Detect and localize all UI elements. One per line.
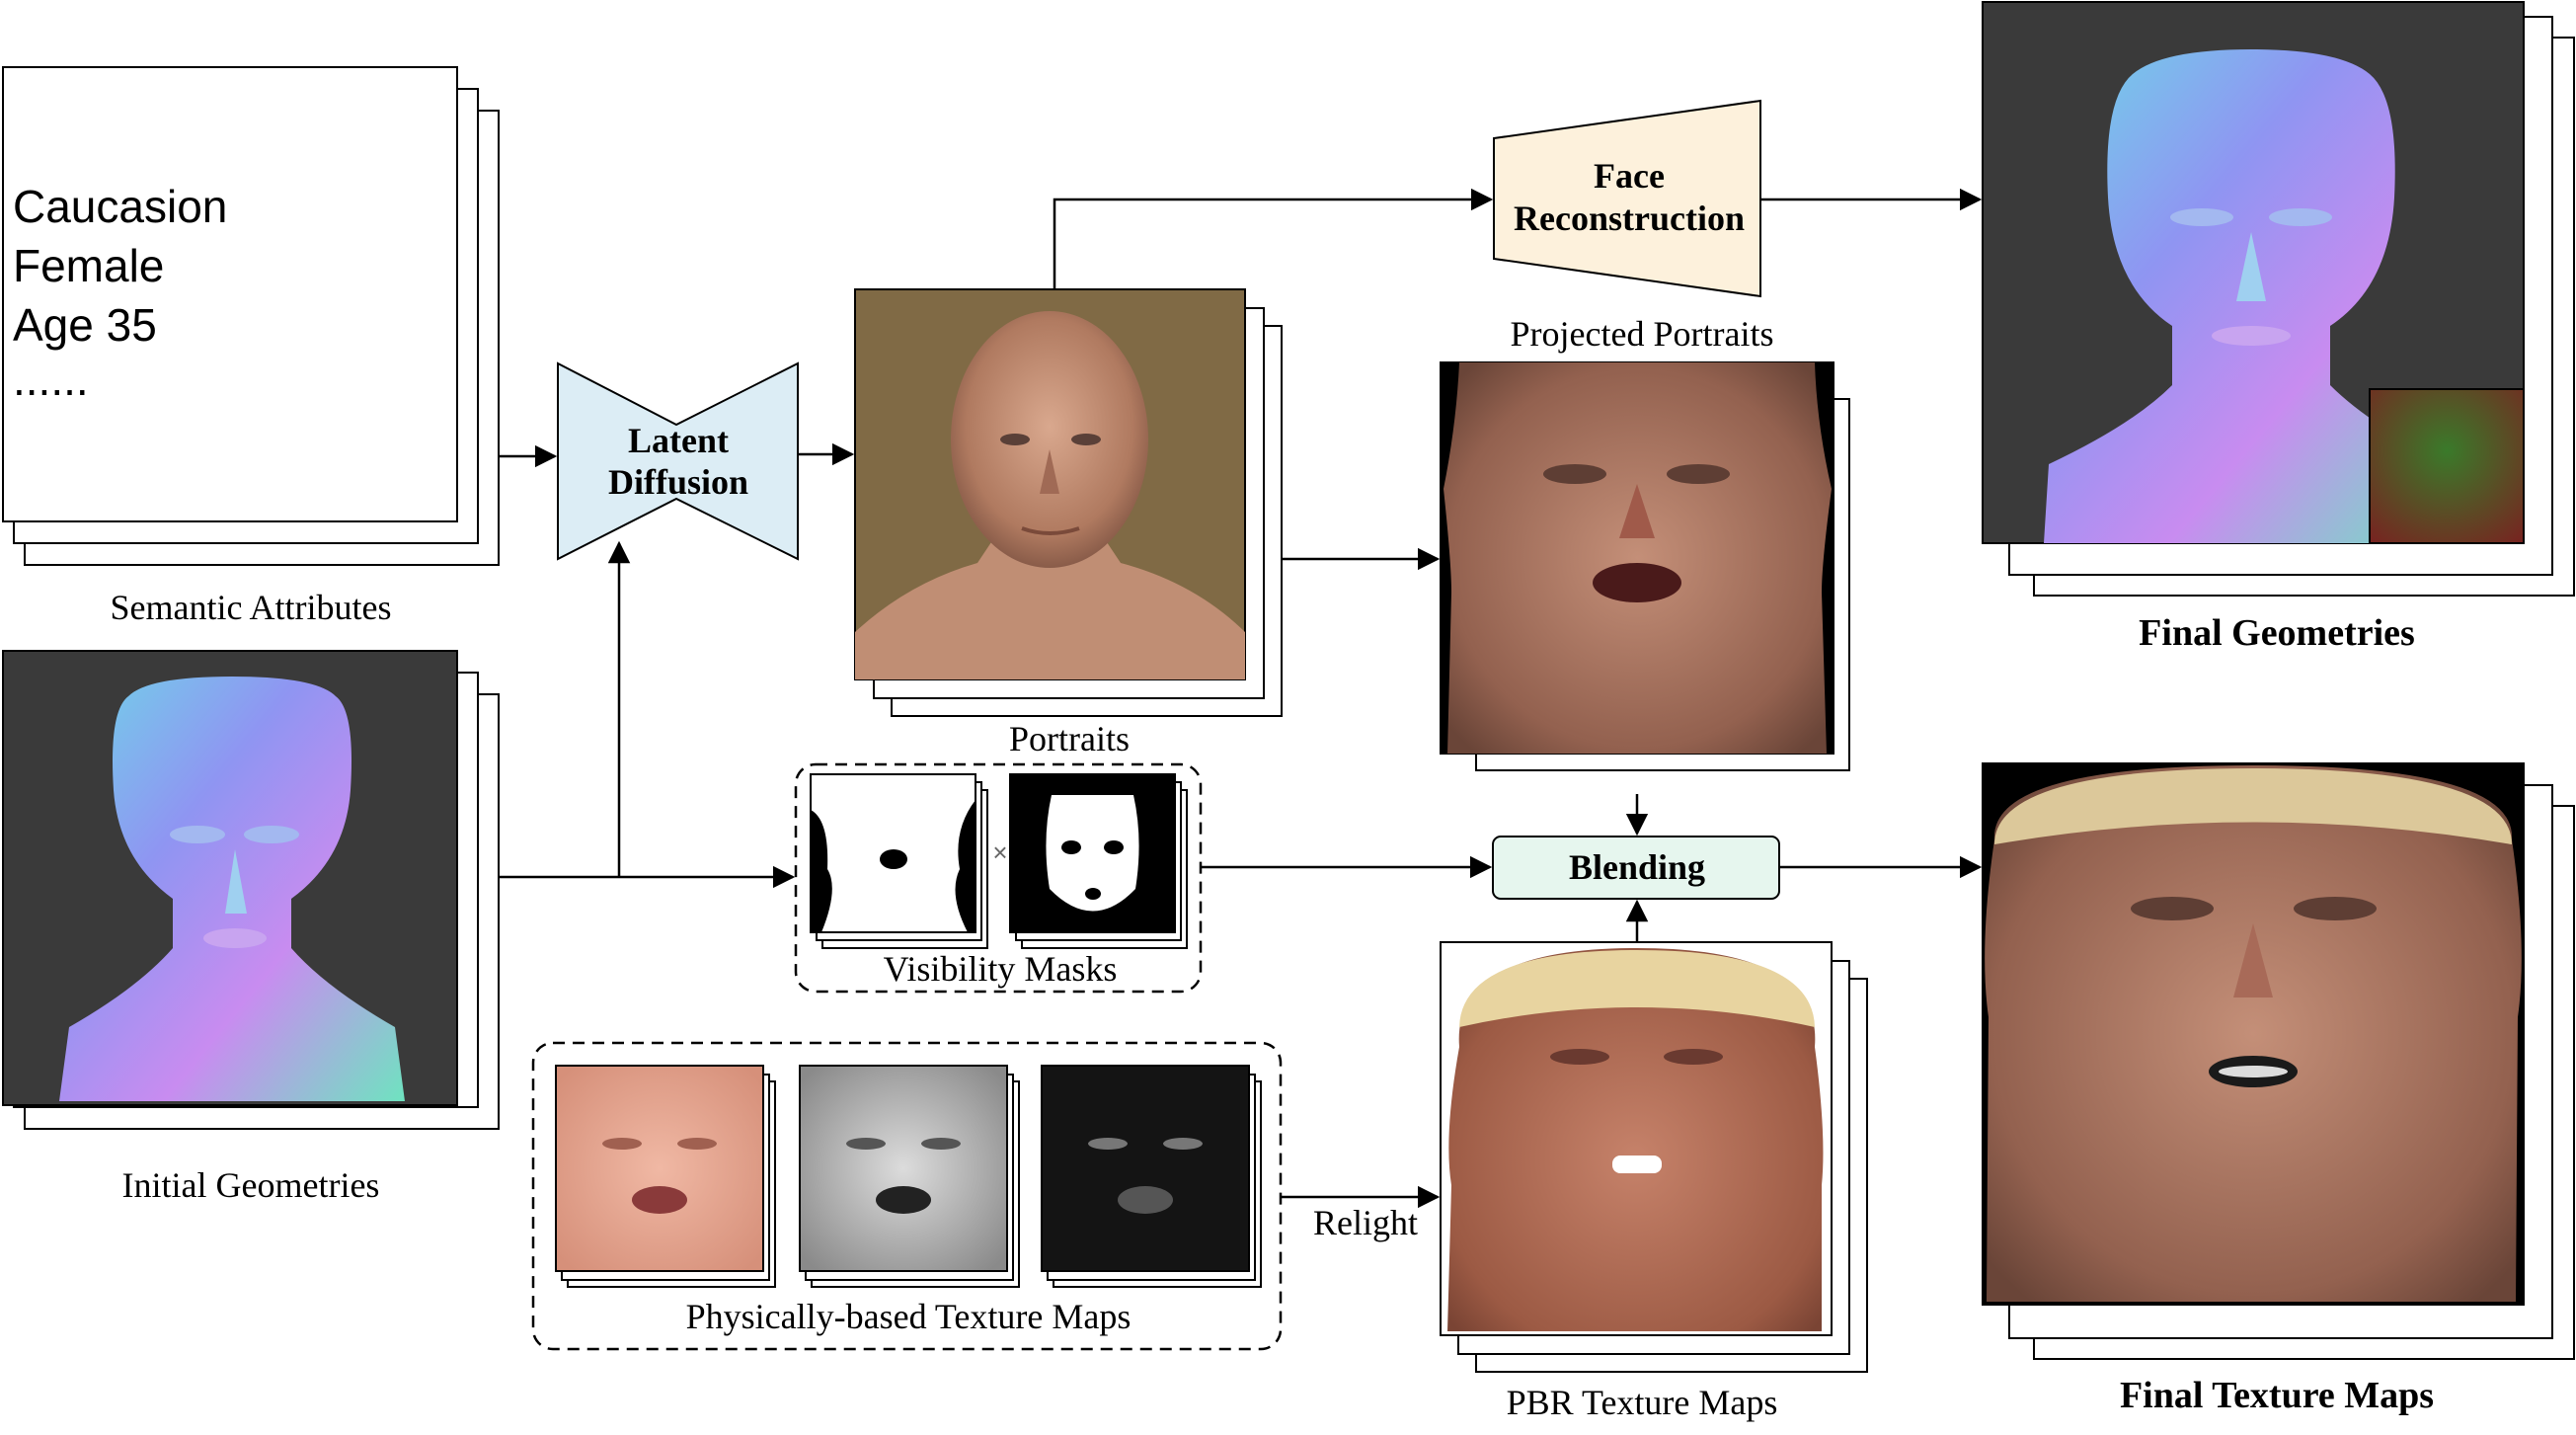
specular-map-image	[799, 1065, 1008, 1272]
pbr-texture-image	[1447, 948, 1824, 1331]
face-reconstruction-block	[1493, 99, 1761, 298]
portraits-stack	[854, 288, 1283, 717]
multiply-operator: ×	[992, 837, 1007, 867]
final-geometries-caption: Final Geometries	[2139, 612, 2415, 654]
blending-label: Blending	[1569, 847, 1705, 887]
pbr-maps-caption: Physically-based Texture Maps	[686, 1297, 1132, 1336]
pbr-texture-maps-stack	[1440, 941, 1868, 1373]
arrow-portraits-to-reconstruction	[1053, 188, 1494, 289]
final-texture-maps-caption: Final Texture Maps	[2120, 1375, 2434, 1416]
initial-geometries-stack	[2, 650, 500, 1130]
visibility-masks-caption: Visibility Masks	[884, 949, 1118, 989]
face-reconstruction-label-2: Reconstruction	[1514, 199, 1745, 238]
projected-portraits-caption: Projected Portraits	[1511, 314, 1774, 354]
normal-map-head-image	[59, 677, 405, 1101]
attribute-line-3: Age 35	[13, 299, 157, 351]
attribute-line-1: Caucasion	[13, 181, 227, 232]
initial-geometries-caption: Initial Geometries	[122, 1165, 380, 1205]
attribute-line-2: Female	[13, 240, 164, 291]
final-geometries-stack	[1982, 1, 2575, 597]
latent-diffusion-label-1: Latent	[628, 421, 729, 460]
relight-label: Relight	[1313, 1203, 1418, 1242]
semantic-attributes-stack: Caucasion Female Age 35 ......	[2, 66, 500, 566]
pbr-texture-maps-caption: PBR Texture Maps	[1507, 1383, 1778, 1422]
latent-diffusion-label-2: Diffusion	[608, 462, 748, 502]
projected-portraits-stack	[1440, 361, 1850, 771]
visibility-masks-group: ×	[794, 762, 1203, 994]
pbr-maps-group	[531, 1041, 1283, 1351]
connectors	[499, 188, 1983, 1209]
albedo-map-image	[555, 1065, 764, 1272]
final-geometry-head-image	[2044, 49, 2459, 543]
final-texture-image	[1985, 765, 2522, 1302]
portraits-caption: Portraits	[1009, 719, 1130, 758]
latent-diffusion-block	[557, 361, 799, 561]
face-reconstruction-label-1: Face	[1594, 156, 1665, 196]
displacement-map-image	[1041, 1065, 1250, 1272]
normal-texture-inset	[2369, 388, 2525, 544]
attribute-line-4: ......	[13, 354, 89, 405]
final-texture-maps-stack	[1982, 762, 2575, 1360]
semantic-attributes-caption: Semantic Attributes	[111, 588, 392, 627]
portrait-image	[855, 311, 1245, 679]
projected-portrait-image	[1444, 362, 1832, 754]
